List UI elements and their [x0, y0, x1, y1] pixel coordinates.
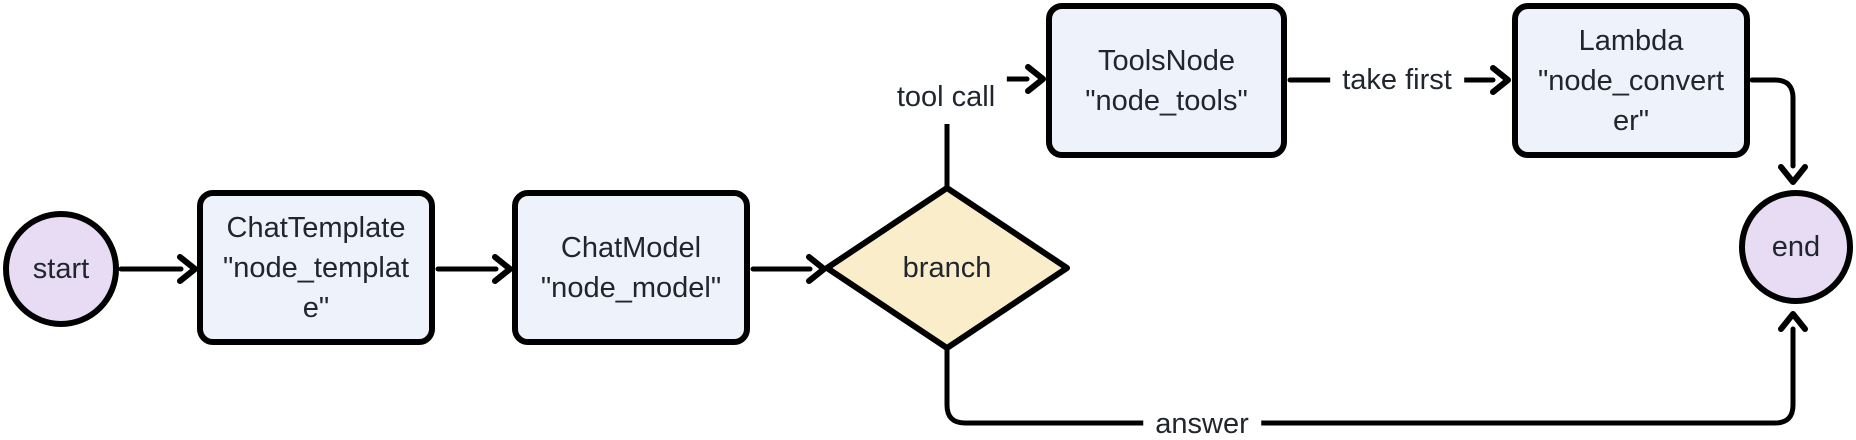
- edge-label-take-first: take first: [1330, 53, 1464, 107]
- node-chat-template-label: ChatTemplate "node_templat e": [222, 211, 410, 324]
- node-chat-template: ChatTemplate "node_templat e": [197, 190, 435, 345]
- arrowhead-converter-end: [1778, 164, 1808, 185]
- arrowhead-model-branch: [806, 254, 827, 284]
- node-chat-model: ChatModel "node_model": [512, 190, 750, 345]
- arrowhead-template-model: [492, 254, 513, 284]
- node-converter-label: Lambda "node_convert er": [1537, 24, 1725, 137]
- edge-branch-end: [944, 326, 1796, 426]
- node-start-label: start: [32, 253, 90, 285]
- arrowhead-tools-converter: [1490, 65, 1511, 95]
- edge-converter-end: [1749, 77, 1796, 169]
- node-converter: Lambda "node_convert er": [1512, 3, 1750, 158]
- arrowhead-branch-tools: [1025, 64, 1046, 94]
- node-end-label: end: [1771, 231, 1821, 263]
- arrowhead-branch-end: [1778, 311, 1808, 332]
- node-branch: branch: [827, 188, 1067, 348]
- edge-label-answer: answer: [1143, 397, 1261, 440]
- node-branch-label: branch: [902, 252, 992, 284]
- node-tools: ToolsNode "node_tools": [1046, 3, 1287, 158]
- node-end: end: [1739, 190, 1853, 304]
- node-start: start: [3, 211, 119, 327]
- arrowhead-start-template: [177, 254, 198, 284]
- node-chat-model-label: ChatModel "node_model": [540, 231, 722, 304]
- node-tools-label: ToolsNode "node_tools": [1085, 44, 1248, 117]
- node-branch-diamond-shape: [824, 185, 1070, 351]
- edge-label-tool-call: tool call: [884, 70, 1008, 124]
